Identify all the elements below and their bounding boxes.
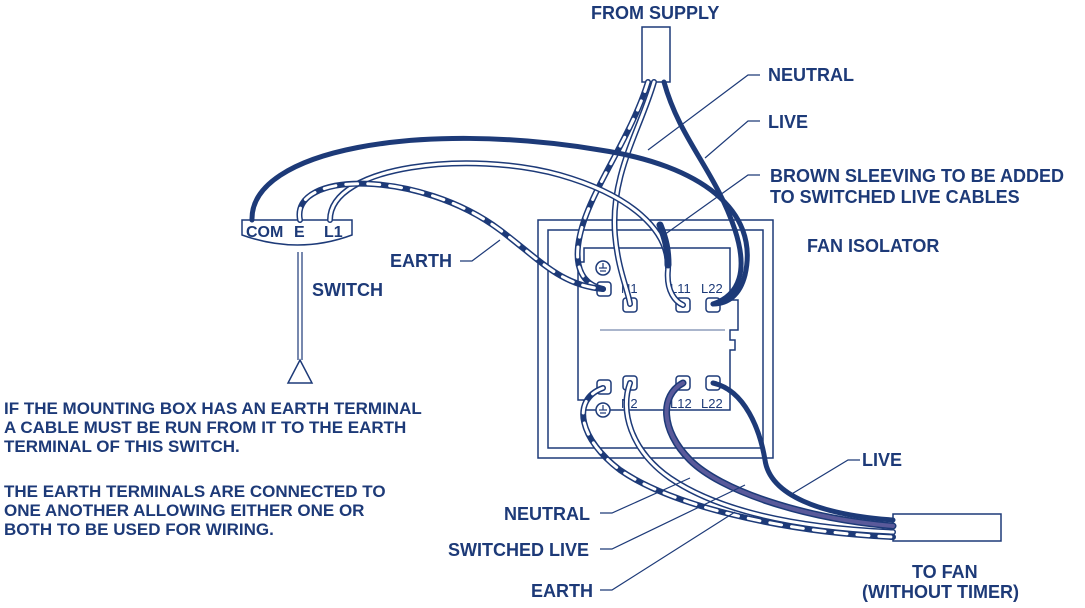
pull-cord-handle	[286, 358, 314, 384]
isolator-terminal-block-outline	[577, 247, 739, 411]
note2-line3: BOTH TO BE USED FOR WIRING.	[4, 520, 274, 539]
label-brown-sleeving-1: BROWN SLEEVING TO BE ADDED	[770, 166, 1064, 186]
com-wire	[249, 136, 750, 307]
note2-line1: THE EARTH TERMINALS ARE CONNECTED TO	[4, 482, 386, 501]
note1-line2: A CABLE MUST BE RUN FROM IT TO THE EARTH	[4, 418, 406, 437]
label-neutral-bottom: NEUTRAL	[504, 504, 590, 524]
label-switched-live: SWITCHED LIVE	[448, 540, 589, 560]
terminal-label-l11: L11	[670, 281, 691, 296]
label-switch: SWITCH	[312, 280, 383, 300]
switch-terminal-e: E	[294, 224, 305, 241]
label-neutral-top: NEUTRAL	[768, 65, 854, 85]
supply-cable-sheath	[641, 26, 671, 83]
label-from-supply: FROM SUPPLY	[591, 3, 719, 23]
note1-line3: TERMINAL OF THIS SWITCH.	[4, 437, 240, 456]
switch-body	[241, 219, 353, 246]
isolator-outer-frame	[537, 219, 774, 459]
supply-live-wire	[661, 79, 744, 307]
leader-earth-bottom	[600, 511, 736, 591]
note2-line2: ONE ANOTHER ALLOWING EITHER ONE OR	[4, 501, 364, 520]
terminal-label-l22-bottom: L22	[701, 396, 723, 411]
earth-symbol-icon	[599, 263, 607, 414]
leader-brown-sleeving	[663, 174, 760, 236]
label-fan-isolator: FAN ISOLATOR	[807, 236, 939, 256]
label-earth-bottom: EARTH	[531, 581, 593, 601]
leader-switched-live	[600, 484, 746, 550]
label-to-fan-2: (WITHOUT TIMER)	[862, 582, 1019, 602]
terminal-label-l12: L12	[670, 396, 692, 411]
fan-live-wire	[710, 380, 896, 523]
note1-line1: IF THE MOUNTING BOX HAS AN EARTH TERMINA…	[4, 399, 422, 418]
leader-neutral-bottom	[600, 477, 691, 514]
leader-earth-top	[460, 239, 501, 262]
label-live-top: LIVE	[768, 112, 808, 132]
fan-cable-sheath	[892, 513, 1002, 542]
label-to-fan-1: TO FAN	[912, 562, 978, 582]
label-live-bottom: LIVE	[862, 450, 902, 470]
brown-sleeving	[656, 221, 672, 269]
label-earth-top: EARTH	[390, 251, 452, 271]
switch-terminal-l1: L1	[324, 224, 343, 241]
notes: IF THE MOUNTING BOX HAS AN EARTH TERMINA…	[4, 399, 422, 539]
switch-terminal-com: COM	[246, 224, 283, 241]
leader-live-bottom	[789, 459, 860, 496]
leader-live-top	[704, 120, 760, 159]
pull-cord-switch: COM E L1	[241, 219, 353, 384]
leader-neutral-top	[647, 74, 760, 151]
fan-isolator	[537, 219, 774, 459]
terminal-label-l22-top: L22	[701, 281, 723, 296]
label-brown-sleeving-2: TO SWITCHED LIVE CABLES	[770, 187, 1020, 207]
